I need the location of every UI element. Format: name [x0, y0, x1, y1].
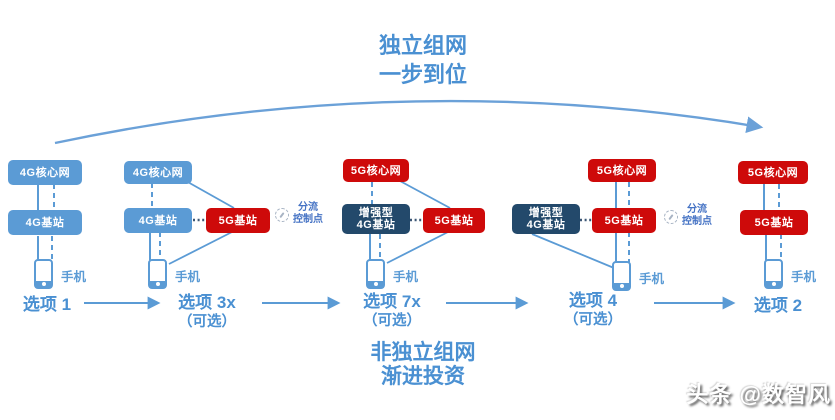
node-5g-bs-opt3x: 5G基站 [206, 208, 270, 233]
title-standalone-line1: 独立组网 [378, 33, 467, 58]
node-5g-core-opt2: 5G核心网 [738, 161, 808, 184]
phone-label-opt7x: 手机 [393, 270, 419, 284]
phone-icon-opt7x [366, 259, 385, 289]
option-note-4: （可选） [564, 312, 622, 328]
title-nsa-line2: 渐进投资 [381, 365, 465, 388]
title-non-standalone-networking: 非独立组网 渐进投资 [323, 341, 523, 389]
opt4-enh-phone-diagonal-link [531, 233, 615, 269]
opt7x-5gbs-phone-diagonal-link [386, 231, 449, 264]
node-5g-bs-opt4: 5G基站 [592, 208, 656, 233]
split-icon-hand [279, 211, 285, 218]
split-control-point-label-opt3x: 分流 控制点 [293, 202, 323, 225]
option-label-3x: 选项 3x （可选） [152, 293, 262, 331]
phone-label-opt1: 手机 [61, 270, 87, 284]
phone-home-button [771, 282, 776, 286]
node-4g-core-opt1: 4G核心网 [8, 160, 82, 185]
title-standalone-line2: 一步到位 [378, 62, 467, 87]
title-nsa-line1: 非独立组网 [370, 341, 476, 364]
opt3x-core-5gbs-diagonal-link [185, 180, 235, 209]
node-5g-core-opt4: 5G核心网 [588, 159, 656, 182]
phone-icon-opt4 [612, 261, 631, 291]
phone-label-opt2: 手机 [791, 270, 817, 284]
opt3x-5gbs-phone-diagonal-link [168, 231, 233, 265]
option-note-7x: （可选） [363, 313, 421, 329]
option-label-4: 选项 4 （可选） [538, 291, 648, 329]
option-label-7x: 选项 7x （可选） [337, 292, 447, 330]
phone-icon-opt1 [34, 259, 53, 289]
phone-home-button [619, 284, 624, 288]
phone-icon-opt3x [148, 259, 167, 289]
node-enhanced-4g-bs-opt4: 增强型 4G基站 [512, 204, 580, 234]
phone-label-opt3x: 手机 [175, 270, 201, 284]
split-control-point-label-opt4: 分流 控制点 [682, 204, 712, 227]
phone-home-button [155, 282, 160, 286]
phone-home-button [373, 282, 378, 286]
option-label-2: 选项 2 [753, 296, 803, 315]
node-5g-core-opt7x: 5G核心网 [343, 159, 409, 182]
option-label-1: 选项 1 [22, 295, 72, 314]
title-standalone-networking: 独立组网 一步到位 [323, 31, 523, 89]
node-4g-core-opt3x: 4G核心网 [124, 161, 192, 184]
node-4g-bs-opt3x: 4G基站 [124, 208, 192, 233]
sa-shortcut-arc-arrow [54, 99, 764, 145]
node-5g-bs-opt2: 5G基站 [740, 210, 808, 235]
node-4g-bs-opt1: 4G基站 [8, 210, 82, 235]
node-5g-bs-opt7x: 5G基站 [423, 208, 485, 233]
split-control-point-icon-opt3x [275, 208, 289, 222]
split-control-point-icon-opt4 [664, 210, 678, 224]
split-icon-hand [668, 213, 674, 220]
node-enhanced-4g-bs-opt7x: 增强型 4G基站 [342, 204, 410, 234]
option-note-3x: （可选） [178, 314, 236, 330]
phone-icon-opt2 [764, 259, 783, 289]
phone-home-button [41, 282, 46, 286]
phone-label-opt4: 手机 [639, 272, 665, 286]
watermark: 头条 @数智风 [686, 382, 831, 407]
opt7x-core-5gbs-diagonal-link [399, 180, 451, 209]
